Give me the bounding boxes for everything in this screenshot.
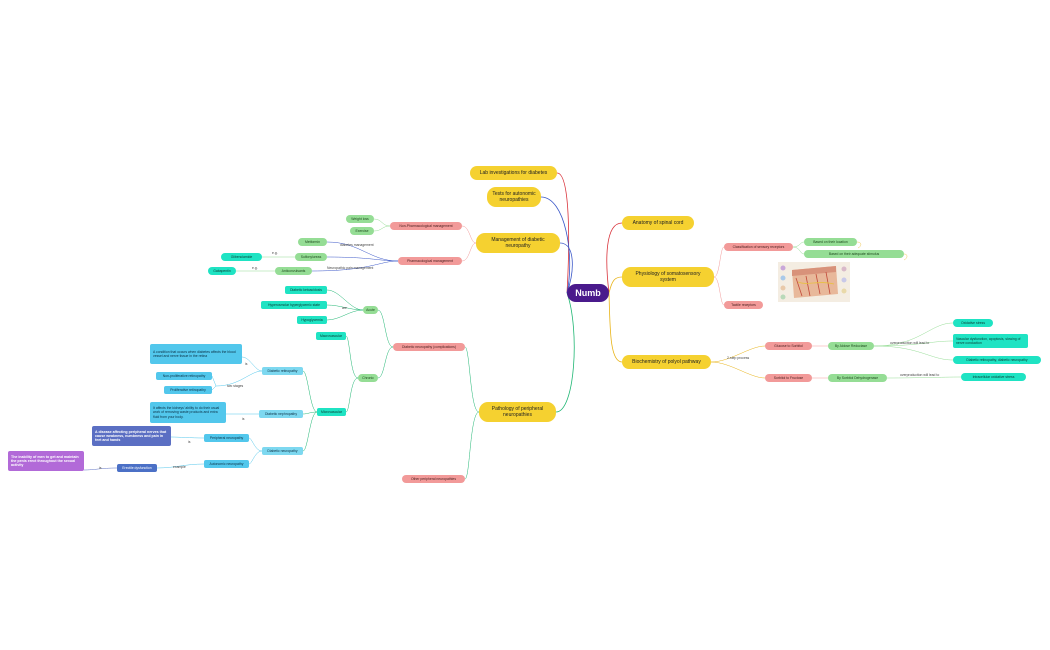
node-oxidative-stress[interactable]: Oxidative stress [953, 319, 993, 327]
edge-label-neuropathic-pain: Neuropathic pain management [327, 266, 374, 270]
node-diabetic-neuropathy-complications[interactable]: Diabetic neuropathy (complications) [393, 343, 465, 351]
node-management[interactable]: Management of diabetic neuropathy [476, 233, 560, 253]
edge-label-is-3: is [188, 440, 191, 444]
node-peripheral-neuropathy[interactable]: Peripheral neuropathy [204, 434, 249, 442]
node-sorbitol-dehydrogenase[interactable]: By Sorbitol Dehydrogenase [828, 374, 887, 382]
node-hhs[interactable]: Hyperosmolar hyperglycemic state [261, 301, 327, 309]
node-tests-autonomic[interactable]: Tests for autonomic neuropathies [487, 187, 541, 207]
edge-label-example: example [173, 465, 186, 469]
node-non-proliferative[interactable]: Non-proliferative retinopathy [156, 372, 212, 380]
node-sorbitol-to-fructose[interactable]: Sorbitol to Fructose [765, 374, 812, 382]
edge-label-overproduction-2: overproduction will lead to [900, 373, 940, 377]
node-diabetic-neuropathy[interactable]: Diabetic neuropathy [262, 447, 303, 455]
node-physiology[interactable]: Physiology of somatosensory system [622, 267, 714, 287]
node-pharmacological[interactable]: Pharmacological management [398, 257, 462, 265]
node-glibenclamide[interactable]: Glibenclamide [221, 253, 262, 261]
edge-label-is-1: is [245, 362, 248, 366]
node-glucose-to-sorbitol[interactable]: Glucose to Sorbitol [765, 342, 812, 350]
node-macrovascular[interactable]: Macrovascular [316, 332, 346, 340]
node-erectile-dysfunction[interactable]: Erectile dysfunction [117, 464, 157, 472]
edge-label-overproduction-1: overproduction will lead to [890, 341, 930, 345]
edge-label-two-stages: two stages [227, 384, 244, 388]
node-vascular-dysfunction[interactable]: Vascular dysfunction, apoptosis, slowing… [953, 334, 1028, 348]
edge-label-two-step: 2-step process [727, 356, 750, 360]
edge-label-eg-2: e.g. [252, 266, 258, 270]
node-aldose-reductase[interactable]: By Aldose Reductase [828, 342, 874, 350]
node-metformin[interactable]: Metformin [298, 238, 327, 246]
node-pathology[interactable]: Pathology of peripheral neuropathies [479, 402, 556, 422]
edge-label-diabetes-management: diabetes management [340, 243, 374, 247]
edge-label-is-4: is [99, 466, 102, 470]
node-based-on-location[interactable]: Based on their location [804, 238, 857, 246]
node-tactile-receptors[interactable]: Tactile receptors [724, 301, 763, 309]
node-anatomy[interactable]: Anatomy of spinal cord [622, 216, 694, 230]
node-classification-receptors[interactable]: Classification of sensory receptors [724, 243, 793, 251]
node-peripheral-definition[interactable]: A disease affecting peripheral nerves th… [92, 426, 171, 446]
node-microvascular[interactable]: Microvascular [317, 408, 346, 416]
node-weight-loss[interactable]: Weight loss [346, 215, 374, 223]
node-nephropathy[interactable]: Diabetic nephropathy [259, 410, 303, 418]
node-non-pharmacological[interactable]: Non-Pharmacological management [390, 222, 462, 230]
node-biochemistry[interactable]: Biochemistry of polyol pathway [622, 355, 711, 369]
edge-label-is-2: is [242, 417, 245, 421]
node-proliferative[interactable]: Proliferative retinopathy [164, 386, 212, 394]
node-diabetic-complications[interactable]: Diabetic retinopathy, diabetic neuropath… [953, 356, 1041, 364]
node-based-on-stimulus[interactable]: Based on their adequate stimulus [804, 250, 904, 258]
node-nephropathy-definition[interactable]: It affects the kidneys' ability to do th… [150, 402, 226, 423]
node-other-peripheral[interactable]: Other peripheral neuropathies [402, 475, 465, 483]
sensory-receptors-image [778, 262, 850, 302]
node-autonomic-neuropathy[interactable]: Autonomic neuropathy [204, 460, 249, 468]
node-chronic[interactable]: Chronic [358, 374, 378, 382]
edge-label-eg-1: e.g. [272, 251, 278, 255]
root-node[interactable]: Numb [567, 284, 609, 302]
node-erectile-definition[interactable]: The inability of men to get and maintain… [8, 451, 84, 471]
node-retinopathy[interactable]: Diabetic retinopathy [262, 367, 303, 375]
node-dka[interactable]: Diabetic ketoacidosis [285, 286, 327, 294]
node-exercise[interactable]: Exercise [350, 227, 374, 235]
node-anticonvulsants[interactable]: Anticonvulsants [275, 267, 312, 275]
node-lab-investigations[interactable]: Lab investigations for diabetes [470, 166, 557, 180]
node-acute[interactable]: Acute [363, 306, 378, 314]
node-hypoglycemia[interactable]: Hypoglycemia [297, 316, 327, 324]
node-intracellular-stress[interactable]: Intracellular oxidative stress [961, 373, 1026, 381]
node-sulfonylureas[interactable]: Sulfonylureas [295, 253, 327, 261]
node-gabapentin[interactable]: Gabapentin [208, 267, 236, 275]
node-retinopathy-definition[interactable]: A condition that occurs when diabetes af… [150, 344, 242, 364]
edge-label-are: are [342, 306, 347, 310]
